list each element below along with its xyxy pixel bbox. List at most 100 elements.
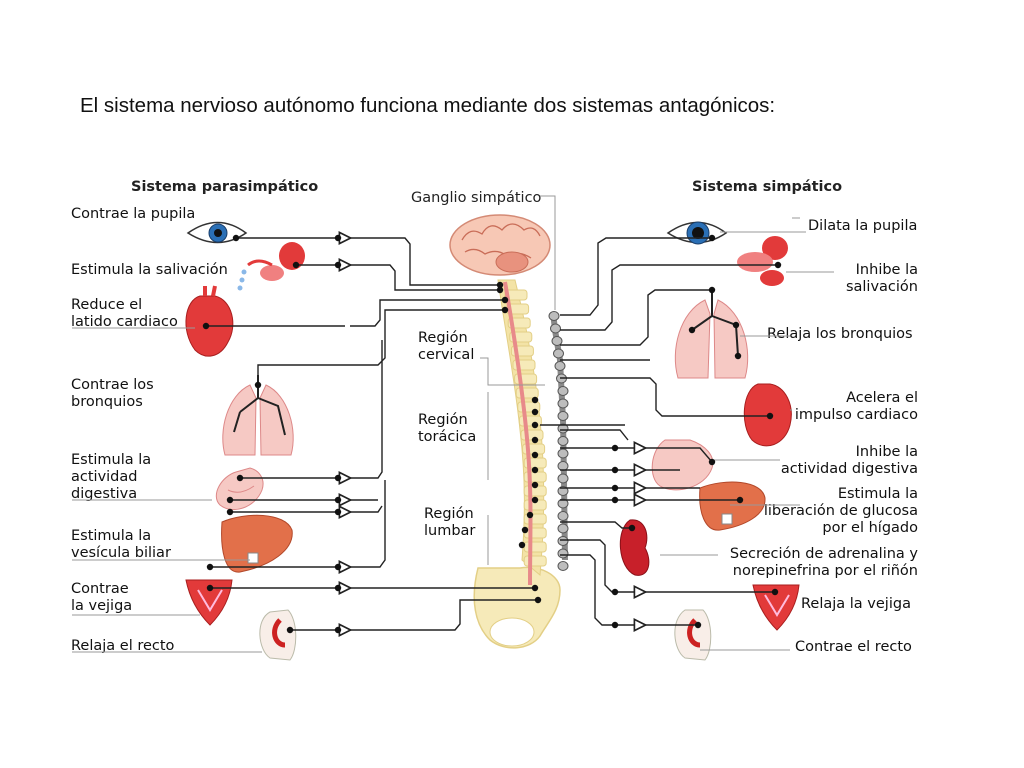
junction-dot: [334, 626, 342, 634]
eye-icon: [186, 221, 248, 244]
ganglion-node: [553, 348, 564, 359]
junction-dot: [206, 584, 214, 592]
parasympathetic-header: Sistema parasimpático: [131, 179, 319, 195]
pelvis-icon: [473, 566, 561, 649]
liver-icon: [221, 514, 293, 573]
junction-dot: [531, 466, 539, 474]
junction-dot: [688, 326, 696, 334]
junction-dot: [232, 234, 240, 242]
sympathetic-ganglion-chain: [548, 311, 569, 571]
junction-dot: [628, 524, 636, 532]
lungs-icon: [674, 290, 749, 379]
brain-icon: [449, 214, 551, 276]
junction-dot: [708, 458, 716, 466]
junction-dot: [531, 451, 539, 459]
junction-dot: [611, 588, 619, 596]
junction-dot: [518, 541, 526, 549]
ganglion-node: [557, 486, 569, 496]
junction-dot: [334, 496, 342, 504]
ganglion-node: [557, 386, 569, 396]
ganglion-node: [557, 448, 569, 459]
junction-dot: [736, 496, 744, 504]
junction-dot: [334, 234, 342, 242]
ganglion-header: Ganglio simpático: [411, 190, 542, 206]
junction-dot: [771, 588, 779, 596]
junction-dot: [534, 596, 542, 604]
junction-dot: [774, 261, 782, 269]
stomach-icon: [651, 439, 714, 491]
ganglion-node: [551, 336, 563, 346]
ganglion-node: [557, 548, 569, 559]
junction-dot: [694, 621, 702, 629]
slide-title: El sistema nervioso autónomo funciona me…: [80, 94, 776, 117]
para-label-pupil: Contrae la pupila: [71, 206, 196, 222]
ganglion-node: [557, 511, 569, 521]
salivary-gland-icon: [237, 242, 305, 291]
symp-label-bronchi: Relaja los bronquios: [767, 326, 913, 342]
junction-dot: [611, 496, 619, 504]
junction-dot: [611, 621, 619, 629]
rectum-icon: [259, 609, 297, 661]
vertebra: [504, 289, 528, 301]
ganglion-node: [557, 398, 569, 409]
bladder-icon: [752, 584, 800, 631]
ganglion-node: [554, 361, 566, 371]
junction-dot: [531, 481, 539, 489]
ganglion-node: [550, 323, 561, 334]
junction-dot: [708, 234, 716, 242]
junction-dot: [202, 322, 210, 330]
ganglion-node: [557, 498, 569, 509]
junction-dot: [732, 321, 740, 329]
junction-dot: [334, 261, 342, 269]
stomach-icon: [215, 467, 264, 510]
junction-dot: [611, 466, 619, 474]
junction-dot: [334, 474, 342, 482]
lungs-icon: [222, 375, 294, 456]
ganglion-node: [548, 311, 560, 321]
junction-dot: [611, 444, 619, 452]
vertebra: [523, 541, 547, 553]
junction-dot: [254, 381, 262, 389]
junction-dot: [334, 584, 342, 592]
junction-dot: [531, 496, 539, 504]
junction-dot: [531, 436, 539, 444]
junction-dot: [206, 563, 214, 571]
ganglion-node: [557, 561, 569, 571]
ganglion-node: [557, 461, 569, 471]
nerve-junction-dots: [202, 234, 782, 634]
junction-dot: [496, 281, 504, 289]
ganglion-node: [557, 423, 569, 434]
junction-dot: [521, 526, 529, 534]
junction-dot: [766, 412, 774, 420]
para-label-rectum: Relaja el recto: [71, 638, 175, 654]
junction-dot: [708, 286, 716, 294]
symp-label-rectum: Contrae el recto: [795, 639, 912, 655]
junction-dot: [531, 584, 539, 592]
salivary-gland-icon: [737, 236, 788, 286]
ganglion-node: [557, 536, 569, 546]
heart-icon: [185, 285, 234, 357]
junction-dot: [734, 352, 742, 360]
junction-dot: [292, 261, 300, 269]
junction-dot: [501, 296, 509, 304]
liver-icon: [699, 481, 766, 531]
spinal-cord-icon: [497, 279, 547, 586]
junction-dot: [334, 563, 342, 571]
junction-dot: [496, 286, 504, 294]
junction-dot: [236, 474, 244, 482]
junction-dot: [531, 421, 539, 429]
vertebra: [523, 555, 547, 567]
junction-dot: [526, 511, 534, 519]
junction-dot: [501, 306, 509, 314]
